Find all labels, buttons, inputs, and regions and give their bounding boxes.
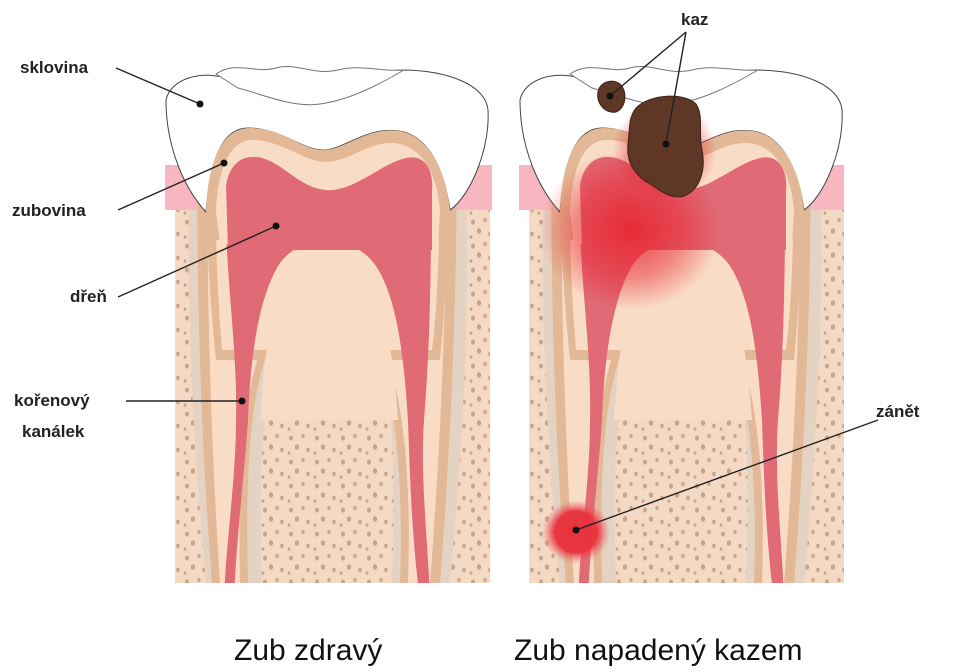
label-root-canal-line1: kořenový <box>14 391 90 410</box>
caption-decayed: Zub napadený kazem <box>514 634 803 667</box>
label-caries: kaz <box>681 10 708 29</box>
label-pulp: dřeň <box>70 287 107 306</box>
label-inflammation: zánět <box>876 402 920 421</box>
caption-healthy: Zub zdravý <box>234 634 382 667</box>
healthy-tooth-crown <box>166 66 488 250</box>
label-dentin: zubovina <box>12 201 86 220</box>
label-enamel: sklovina <box>20 58 89 77</box>
label-root-canal-line2: kanálek <box>22 422 85 441</box>
